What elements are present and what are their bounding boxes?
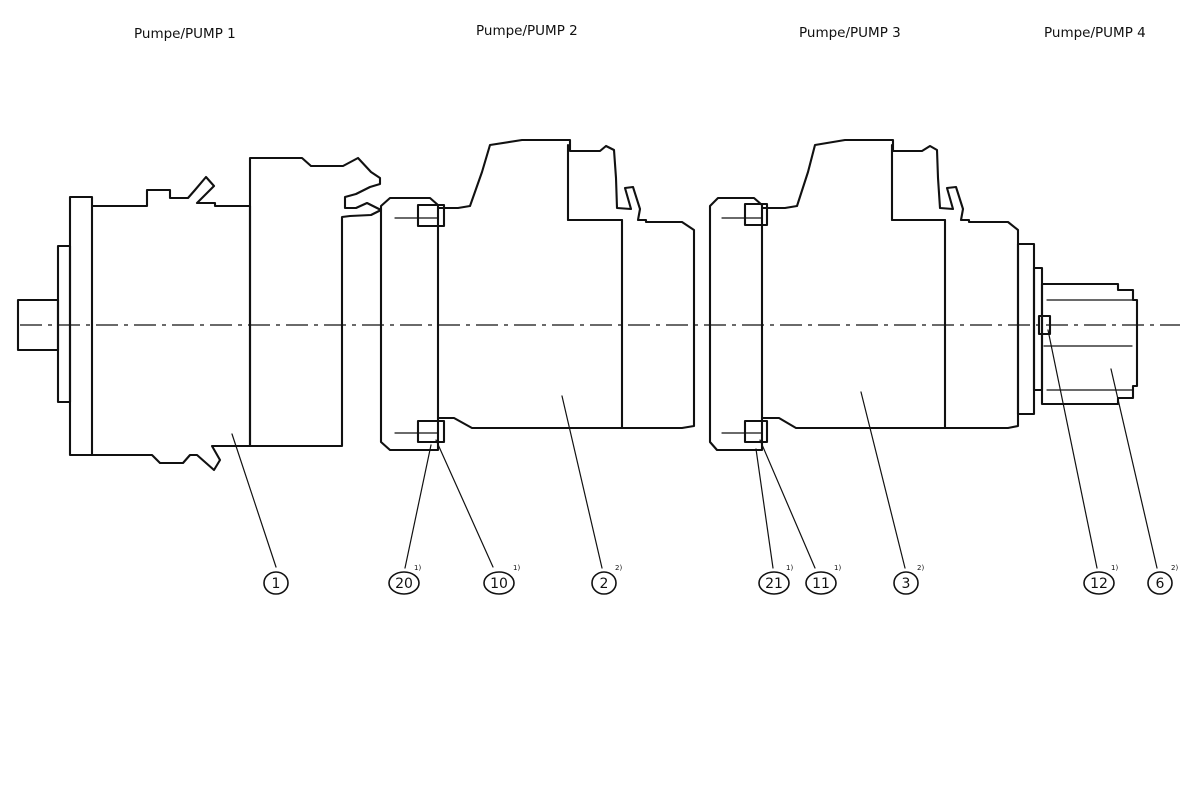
callout-20: 20 1) (388, 564, 421, 595)
callout-2-note: 2) (615, 564, 622, 572)
callout-10: 10 1) (483, 564, 520, 595)
pump-3-title: Pumpe/PUMP 3 (799, 25, 901, 41)
callout-11-note: 1) (834, 564, 841, 572)
callout-2-number: 2 (600, 576, 609, 592)
pump-3-body (760, 138, 1020, 430)
pump-2-body (436, 138, 696, 430)
callout-10-number: 10 (490, 576, 508, 592)
callout-1: 1 (263, 571, 289, 595)
adapter-plate-20 (379, 196, 446, 452)
callout-2: 2 2) (591, 564, 622, 595)
callout-3: 3 2) (893, 564, 924, 595)
adapter-plate-21 (708, 196, 769, 452)
leader-lines (231, 329, 1158, 569)
callout-12-note: 1) (1111, 564, 1118, 572)
callout-6-note: 2) (1171, 564, 1178, 572)
pump-2-title: Pumpe/PUMP 2 (476, 23, 578, 39)
callout-20-note: 1) (414, 564, 421, 572)
callout-6-number: 6 (1156, 576, 1165, 592)
callout-6: 6 2) (1147, 564, 1178, 595)
callout-12-number: 12 (1090, 576, 1108, 592)
callout-10-note: 1) (513, 564, 520, 572)
callout-12: 12 1) (1083, 564, 1118, 595)
callout-21-note: 1) (786, 564, 793, 572)
callout-21-number: 21 (765, 576, 783, 592)
pump-4-title: Pumpe/PUMP 4 (1044, 25, 1146, 41)
pump-1-title: Pumpe/PUMP 1 (134, 26, 236, 42)
callout-3-note: 2) (917, 564, 924, 572)
callout-11-number: 11 (812, 576, 830, 592)
pump-4-body (1016, 242, 1139, 416)
callout-21: 21 1) (758, 564, 793, 595)
callout-20-number: 20 (395, 576, 413, 592)
pump-1-body (16, 156, 383, 472)
callout-1-number: 1 (272, 576, 281, 592)
callout-3-number: 3 (902, 576, 911, 592)
callout-11: 11 1) (805, 564, 841, 595)
